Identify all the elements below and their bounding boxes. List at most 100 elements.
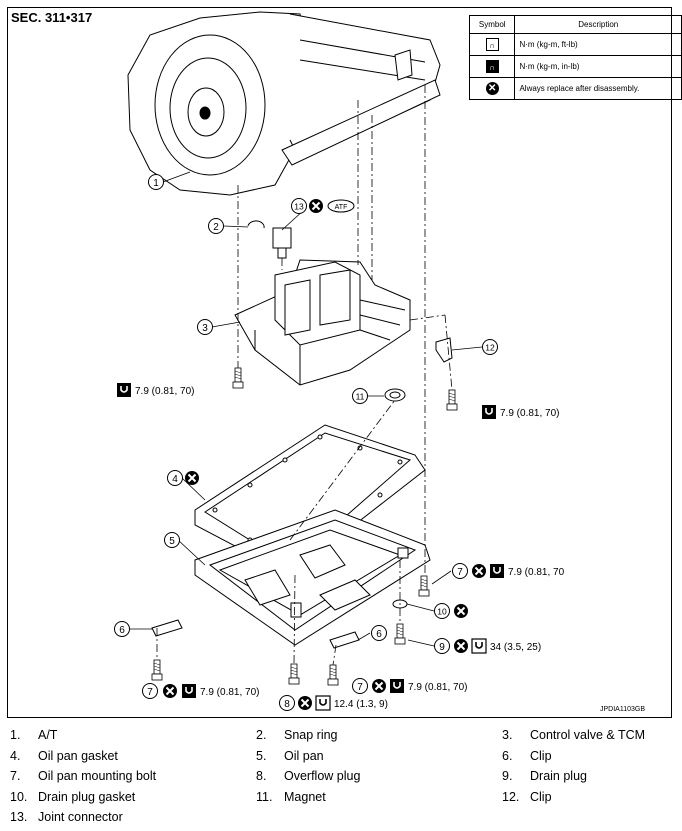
legend-header-symbol: Symbol — [468, 15, 516, 34]
callout-2: 2 — [208, 218, 224, 234]
joint-connector-drawing — [272, 227, 292, 259]
torque-valve-left: 7.9 (0.81, 70) — [135, 386, 194, 397]
torque-pan-bolt-left: 7.9 (0.81, 70) — [200, 687, 259, 698]
part-item: 1. A/T — [10, 728, 57, 742]
callout-8: 8 — [279, 695, 295, 711]
svg-text:4: 4 — [172, 474, 178, 485]
replace-x-icon — [471, 563, 487, 579]
torque-wrench-icon — [181, 683, 197, 699]
clip-12-drawing — [435, 337, 453, 363]
part-number: 13. — [10, 810, 28, 824]
legend-row-1: N·m (kg-m, ft-lb) — [514, 33, 682, 56]
control-valve-drawing — [234, 259, 411, 386]
torque-wrench-dark-icon: ∩ — [485, 60, 499, 73]
callout-7-right: 7 — [452, 563, 468, 579]
torque-pan-bolt-center: 7.9 (0.81, 70) — [408, 682, 467, 693]
snap-ring-drawing — [247, 220, 265, 229]
legend-header-description: Description — [514, 15, 682, 34]
oil-pan-drawing — [194, 509, 431, 646]
svg-text:9: 9 — [439, 642, 445, 653]
callout-10: 10 — [434, 603, 450, 619]
svg-text:11: 11 — [356, 392, 365, 402]
callout-6-right: 6 — [371, 625, 387, 641]
part-item: 6.Clip — [502, 749, 552, 763]
svg-text:7: 7 — [147, 687, 153, 698]
replace-x-icon — [184, 470, 200, 486]
svg-text:6: 6 — [376, 629, 382, 640]
svg-text:5: 5 — [169, 536, 175, 547]
part-number: 2. — [256, 728, 267, 742]
part-name: Drain plug gasket — [38, 789, 136, 804]
torque-wrench-icon — [116, 382, 132, 398]
callout-12: 12 — [482, 339, 498, 355]
part-item: 2.Snap ring — [256, 728, 338, 742]
torque-wrench-icon: ∩ — [485, 38, 499, 51]
part-name: Joint connector — [38, 810, 123, 824]
legend-row-3: Always replace after disassembly. — [514, 77, 682, 100]
svg-text:1: 1 — [153, 178, 159, 189]
torque-valve-right: 7.9 (0.81, 70) — [500, 408, 559, 419]
part-number: 8. — [256, 769, 267, 783]
part-name: Oil pan mounting bolt — [38, 769, 157, 783]
svg-text:7: 7 — [457, 567, 463, 578]
part-name: Overflow plug — [284, 769, 361, 783]
atf-badge: ATF — [327, 199, 355, 213]
svg-text:3: 3 — [202, 323, 208, 334]
svg-text:6: 6 — [119, 625, 125, 636]
diagram-frame — [7, 7, 672, 718]
valve-bolt-left — [232, 367, 244, 389]
symbol-legend: Symbol Description ∩ N·m (kg-m, ft-lb) ∩… — [468, 15, 682, 100]
part-number: 5. — [256, 748, 267, 763]
part-item: 3. Control valve & TCM — [502, 728, 645, 742]
torque-wrench-icon — [389, 678, 405, 694]
torque-pan-bolt-right: 7.9 (0.81, 70 — [508, 567, 565, 578]
part-number: 9. — [502, 769, 513, 783]
part-number: 10. — [10, 789, 28, 804]
part-item: 5. Oil pan — [256, 749, 324, 763]
part-number: 7. — [10, 769, 21, 783]
svg-text:8: 8 — [284, 699, 290, 710]
section-label: SEC. 311•317 — [11, 10, 93, 25]
pan-bolt-center — [327, 664, 339, 686]
alignment-lines — [156, 85, 453, 666]
part-item: 7. Oil pan mounting bolt — [10, 769, 156, 783]
part-name: Oil pan gasket — [38, 748, 118, 763]
pan-bolt-left — [151, 659, 163, 681]
callout-9: 9 — [434, 638, 450, 654]
part-name: Clip — [530, 789, 552, 804]
callout-5: 5 — [164, 532, 180, 548]
svg-text:2: 2 — [213, 222, 219, 233]
part-item: 9.Drain plug — [502, 769, 587, 783]
magnet-drawing — [384, 388, 406, 402]
part-number: 12. — [502, 789, 520, 804]
svg-text:13: 13 — [294, 202, 304, 212]
replace-x-icon — [453, 638, 469, 654]
overflow-plug — [288, 663, 300, 685]
part-item: 10. Drain plug gasket — [10, 790, 135, 804]
callout-11: 11 — [352, 388, 368, 404]
part-name: A/T — [38, 728, 58, 742]
leader-lines — [130, 171, 483, 647]
part-item: 4.Oil pan gasket — [10, 749, 118, 763]
part-number: 3. — [502, 728, 513, 742]
svg-text:12: 12 — [485, 343, 495, 353]
svg-text:10: 10 — [437, 607, 447, 617]
valve-bolt-right — [446, 389, 458, 411]
replace-x-icon — [297, 695, 313, 711]
replace-x-icon — [162, 683, 178, 699]
callout-7-left: 7 — [142, 683, 158, 699]
callout-6-left: 6 — [114, 621, 130, 637]
torque-wrench-icon — [481, 404, 497, 420]
part-item: 13. Joint connector — [10, 810, 123, 824]
part-name: Clip — [530, 748, 552, 763]
part-name: Oil pan — [284, 748, 324, 763]
torque-drain-plug: 34 (3.5, 25) — [490, 642, 541, 653]
part-number: 1. — [10, 728, 21, 742]
torque-wrench-icon — [489, 563, 505, 579]
exploded-view-diagram: 1 2 13 ATF 3 12 11 7.9 (0.81, 70) 7.9 (0… — [114, 11, 565, 711]
part-item: 8. Overflow plug — [256, 769, 360, 783]
drain-plug — [394, 623, 406, 645]
replace-x-icon — [453, 603, 469, 619]
part-name: Control valve & TCM — [530, 728, 646, 742]
part-name: Magnet — [284, 789, 326, 804]
